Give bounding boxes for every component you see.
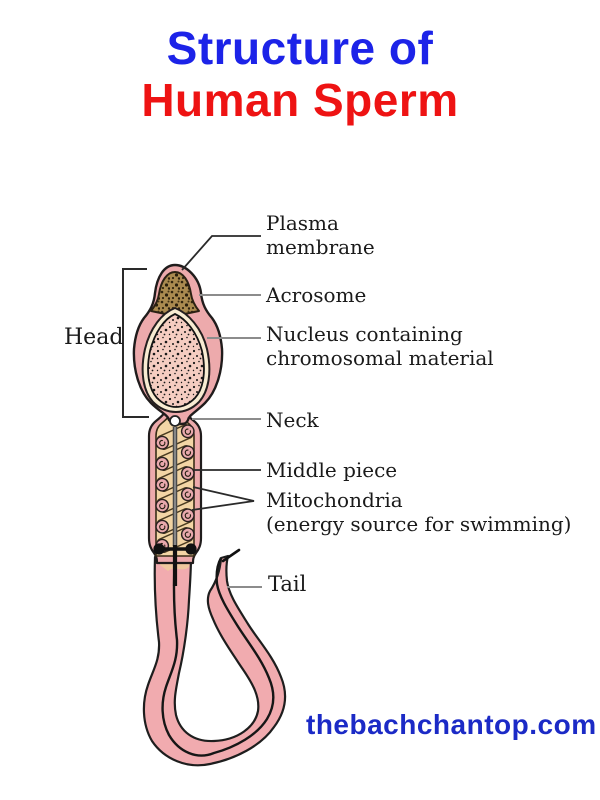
- label-middle-piece: Middle piece: [266, 458, 397, 482]
- tail-body: [142, 554, 287, 767]
- label-nucleus-line1: Nucleus containing: [266, 322, 463, 346]
- annotation-lines: [122, 235, 262, 588]
- label-nucleus-line2: chromosomal material: [266, 346, 494, 370]
- label-neck: Neck: [266, 408, 319, 432]
- label-mitochondria-line1: Mitochondria: [266, 488, 403, 512]
- label-neck-text: Neck: [266, 408, 319, 432]
- label-middle-piece-text: Middle piece: [266, 458, 398, 482]
- label-nucleus: Nucleus containing chromosomal material: [266, 322, 494, 370]
- label-mitochondria: Mitochondria (energy source for swimming…: [266, 488, 571, 536]
- annulus: [153, 543, 197, 586]
- label-head: Head: [64, 326, 123, 350]
- label-tail: Tail: [268, 572, 306, 596]
- page-title-line2: Human Sperm: [141, 74, 459, 126]
- label-mitochondria-line2: (energy source for swimming): [266, 512, 572, 536]
- label-acrosome: Acrosome: [266, 283, 366, 307]
- label-head-text: Head: [64, 325, 124, 350]
- head-region: [132, 263, 224, 426]
- nucleus-shape: [147, 313, 205, 408]
- label-plasma-membrane: Plasma membrane: [266, 211, 375, 259]
- tail-region: [142, 548, 287, 767]
- label-plasma-membrane-line2: membrane: [266, 235, 375, 259]
- head-bracket: [122, 268, 149, 418]
- watermark-site-name: thebachchantop.com: [306, 709, 597, 740]
- page-title-line1: Structure of: [166, 22, 434, 74]
- label-tail-text: Tail: [268, 572, 307, 596]
- tail-axial-filament: [161, 555, 275, 757]
- label-plasma-membrane-line1: Plasma: [266, 211, 339, 235]
- page-title: Structure of Human Sperm: [0, 22, 600, 126]
- centriole: [169, 415, 181, 427]
- tail-end-filament: [221, 548, 241, 563]
- mitochondria-leader-lines: [191, 486, 255, 511]
- plasma-membrane-leader-line: [181, 235, 261, 271]
- middle-piece-region: [147, 404, 203, 586]
- label-acrosome-text: Acrosome: [266, 283, 367, 307]
